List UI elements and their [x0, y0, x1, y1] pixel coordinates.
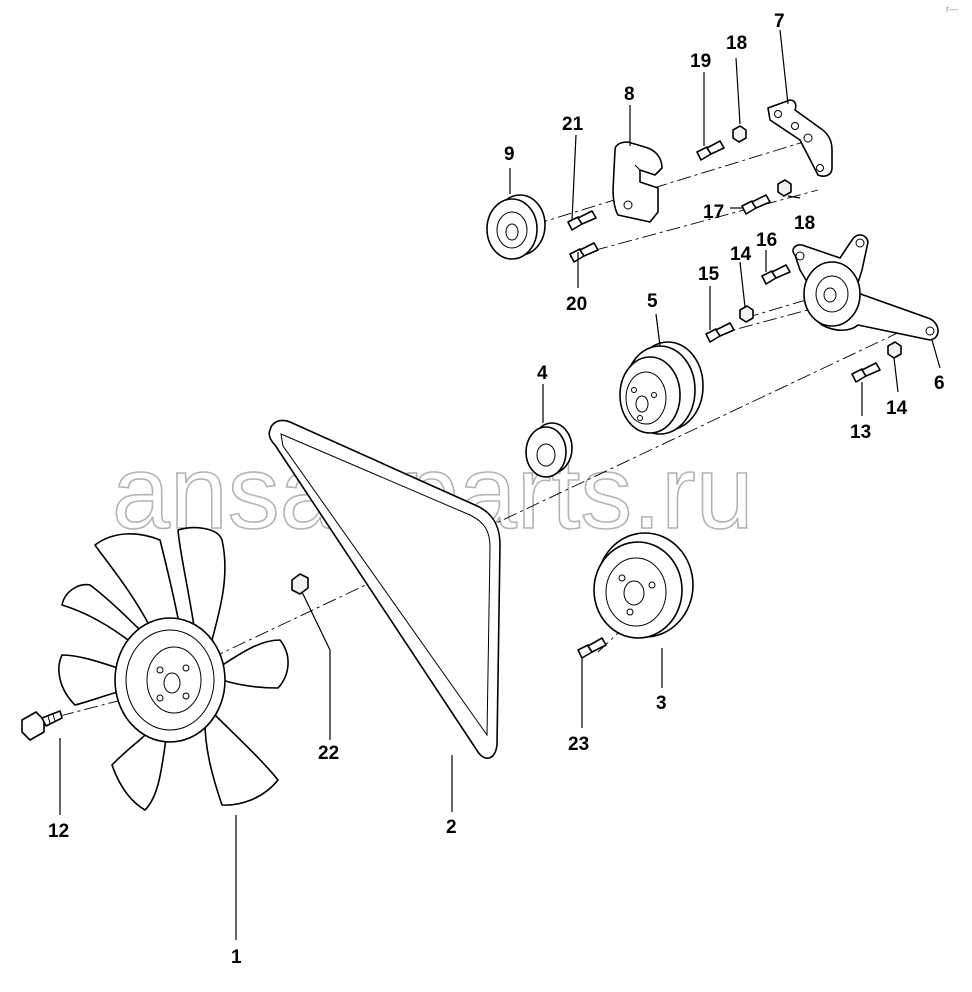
callout-18-lower: 18 — [794, 213, 815, 234]
bolt-16 — [761, 264, 791, 285]
callout-5: 5 — [647, 291, 658, 312]
callout-1: 1 — [231, 947, 242, 968]
callout-14-upper: 14 — [730, 244, 752, 265]
bracket-8 — [612, 141, 663, 223]
nut-22 — [291, 573, 309, 595]
bolt-20 — [569, 242, 599, 263]
callout-4: 4 — [537, 363, 548, 384]
bolt-23 — [577, 637, 607, 659]
nut-14-lower — [887, 341, 902, 359]
bolt-21 — [567, 210, 597, 231]
bolt-12 — [21, 710, 63, 741]
bolt-15 — [705, 322, 735, 343]
callout-6: 6 — [934, 373, 945, 394]
fan — [58, 526, 289, 811]
callout-17: 17 — [703, 202, 724, 223]
callout-9: 9 — [504, 144, 515, 165]
callout-15: 15 — [698, 264, 720, 285]
bolt-17 — [741, 194, 771, 215]
callout-18-upper: 18 — [726, 33, 747, 54]
callout-14-lower: 14 — [886, 398, 908, 419]
v-belt — [268, 419, 501, 759]
callout-16: 16 — [756, 230, 777, 251]
callout-2: 2 — [446, 817, 457, 838]
callout-7: 7 — [774, 11, 785, 32]
callout-3: 3 — [656, 693, 667, 714]
bolt-19 — [696, 140, 725, 161]
nut-14-upper — [739, 305, 754, 323]
callout-13: 13 — [850, 422, 871, 443]
callouts: 1 2 3 4 5 6 7 8 9 12 13 14 14 15 16 17 1… — [48, 11, 945, 968]
callout-23: 23 — [568, 734, 589, 755]
spacer-4 — [525, 422, 573, 478]
nut-18-lower — [777, 179, 792, 197]
tensioner-6 — [792, 234, 939, 341]
callout-22: 22 — [318, 743, 339, 764]
callout-8: 8 — [624, 84, 635, 105]
pulley-9 — [486, 194, 546, 260]
leader-lines — [59, 29, 941, 940]
pulley-5 — [619, 341, 704, 435]
callout-21: 21 — [562, 114, 584, 135]
bolt-13 — [851, 362, 881, 383]
bracket-7 — [767, 99, 833, 177]
callout-12: 12 — [48, 821, 69, 842]
pulley-3 — [593, 532, 694, 639]
callout-19: 19 — [690, 51, 711, 72]
corner-mark: r— — [946, 4, 958, 14]
nut-18-upper — [732, 125, 747, 143]
callout-20: 20 — [566, 294, 587, 315]
